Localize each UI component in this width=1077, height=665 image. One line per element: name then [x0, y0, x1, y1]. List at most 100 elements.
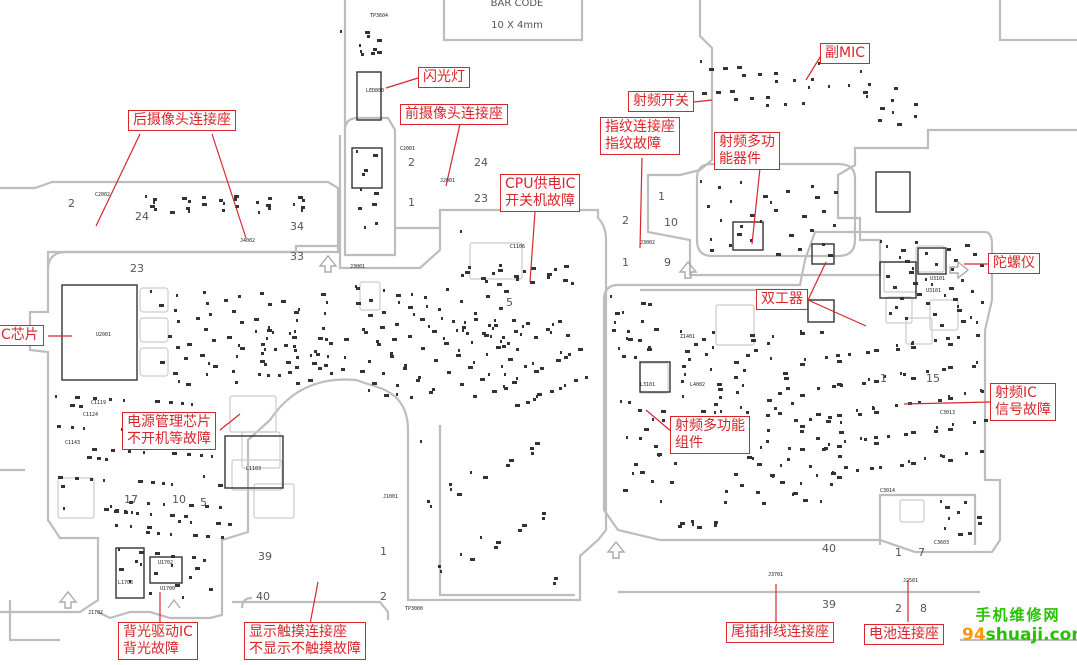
- component-pad: [499, 307, 503, 310]
- component-pad: [802, 215, 807, 218]
- component-pad: [554, 577, 558, 580]
- component-pad: [457, 493, 462, 496]
- callout-rear-camera: 后摄像头连接座: [128, 110, 236, 131]
- component-pad: [460, 300, 463, 303]
- component-pad: [203, 559, 206, 562]
- component-pad: [382, 311, 386, 314]
- component-pad: [872, 406, 874, 409]
- component-pad: [163, 503, 165, 506]
- component-pad: [810, 229, 814, 232]
- component-pad: [891, 99, 894, 102]
- component-pad: [705, 353, 708, 356]
- pin-label: 8: [920, 602, 927, 615]
- component-pad: [395, 323, 399, 326]
- component-pad: [757, 463, 762, 466]
- component-pad: [976, 334, 980, 337]
- component-pad: [626, 337, 628, 340]
- component-pad: [432, 330, 437, 333]
- component-pad: [360, 50, 362, 53]
- component-pad: [681, 380, 684, 383]
- component-pad: [912, 341, 914, 344]
- component-pad: [896, 344, 898, 347]
- component-pad: [362, 328, 365, 331]
- refdes: J3001: [350, 264, 366, 270]
- component-pad: [694, 343, 698, 346]
- component-pad: [553, 582, 556, 585]
- component-pad: [358, 207, 362, 210]
- callout-line: 信号故障: [995, 402, 1051, 418]
- component-pad: [515, 404, 520, 407]
- component-pad: [294, 311, 299, 314]
- component-pad: [209, 588, 213, 591]
- component-pad: [981, 390, 984, 393]
- component-pad: [140, 563, 142, 566]
- component-pad: [615, 312, 620, 315]
- refdes: J1702: [88, 610, 104, 616]
- component-pad: [770, 357, 772, 360]
- component-pad: [964, 392, 966, 395]
- callout-line: 闪光灯: [423, 69, 465, 85]
- component-pad: [563, 279, 568, 282]
- component-pad: [834, 191, 838, 194]
- component-pad: [792, 493, 794, 496]
- component-pad: [892, 111, 894, 114]
- component-pad: [155, 552, 160, 555]
- component-pad: [221, 536, 224, 539]
- component-pad: [392, 338, 397, 341]
- callout-line: 不开机等故障: [127, 431, 211, 447]
- callout-rf-switch: 射频开关: [628, 91, 694, 112]
- component-pad: [780, 464, 782, 467]
- component-pad: [856, 469, 859, 472]
- component-pad: [232, 370, 235, 373]
- callout-rf-multi-top: 射频多功 能器件: [714, 132, 780, 170]
- component-pad: [396, 393, 398, 396]
- refdes: C2002: [95, 192, 111, 198]
- component-pad: [443, 337, 445, 340]
- component-pad: [804, 358, 806, 361]
- component-pad: [844, 440, 846, 443]
- component-pad: [662, 419, 665, 422]
- component-pad: [961, 279, 964, 282]
- component-pad: [742, 384, 744, 387]
- component-pad: [490, 335, 492, 338]
- component-pad: [109, 398, 112, 401]
- component-pad: [900, 372, 902, 375]
- component-pad: [798, 248, 802, 251]
- barcode-title: BAR CODE: [490, 0, 544, 9]
- pin-label: 40: [822, 542, 836, 555]
- component-pad: [146, 531, 150, 534]
- component-pad: [682, 395, 684, 398]
- component-pad: [752, 457, 754, 460]
- callout-line: 指纹连接座: [605, 119, 675, 135]
- component-pad: [178, 520, 181, 523]
- watermark-domain: 94shuaji.com: [962, 625, 1077, 645]
- pin-label: 5: [200, 496, 207, 509]
- component-pad: [200, 354, 205, 357]
- callout-line: 副MIC: [825, 45, 865, 61]
- pin-label: 5: [506, 296, 513, 309]
- component-pad: [240, 347, 245, 350]
- component-pad: [430, 505, 432, 508]
- component-pad: [496, 541, 501, 544]
- callout-line: 背光故障: [123, 641, 179, 657]
- component-pad: [844, 466, 848, 469]
- refdes: LED800: [366, 88, 385, 94]
- component-pad: [816, 413, 821, 416]
- component-pad: [203, 291, 206, 294]
- component-pad: [556, 359, 561, 362]
- component-pad: [375, 222, 378, 225]
- component-pad: [780, 481, 785, 484]
- refdes: L1703: [118, 580, 134, 586]
- component-pad: [235, 381, 238, 384]
- component-pad: [408, 306, 413, 309]
- component-pad: [717, 383, 722, 386]
- component-pad: [361, 53, 364, 56]
- pin-label: 1: [895, 546, 902, 559]
- component-pad: [868, 83, 871, 86]
- component-pad: [830, 483, 833, 486]
- component-pad: [79, 405, 83, 408]
- component-pad: [634, 463, 638, 466]
- component-pad: [894, 87, 898, 90]
- component-pad: [411, 293, 413, 296]
- component-pad: [534, 370, 539, 373]
